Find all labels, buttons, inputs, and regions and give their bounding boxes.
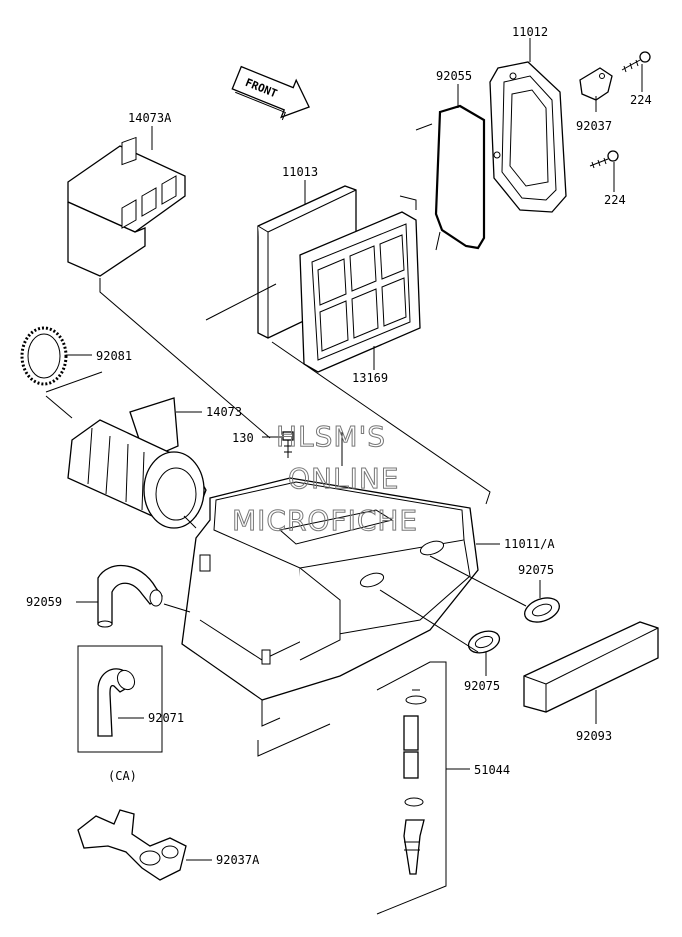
label-51044: 51044 (474, 763, 510, 777)
part-130-screw (282, 431, 294, 458)
label-92075-right: 92075 (518, 563, 554, 577)
label-130: 130 (232, 431, 254, 445)
watermark-line-2: ONLINE (288, 462, 399, 495)
watermark-line-3: MICROFICHE (232, 504, 418, 537)
part-92075-grommet-left (467, 630, 501, 654)
part-224-screw-bottom (589, 150, 619, 169)
label-92059: 92059 (26, 595, 62, 609)
leader-lines (66, 38, 643, 861)
part-14073A-duct (67, 136, 186, 277)
label-92037A: 92037A (216, 853, 260, 867)
part-92055-gasket (434, 104, 486, 250)
part-92071-hose (97, 668, 136, 737)
watermark-line-1: HLSM'S (276, 420, 386, 453)
ca-box (77, 645, 163, 753)
label-92071: 92071 (148, 711, 184, 725)
part-11012-cover (489, 61, 567, 213)
label-11013: 11013 (282, 165, 318, 179)
label-14073: 14073 (206, 405, 242, 419)
label-92055: 92055 (436, 69, 472, 83)
kit-bracket-51044 (376, 661, 447, 915)
label-11012: 11012 (512, 25, 548, 39)
part-14073-intake-duct (67, 397, 207, 529)
label-11011A: 11011/A (504, 537, 555, 551)
part-92059-hose (97, 565, 163, 628)
front-arrow: FRONT (231, 65, 310, 121)
label-92075-left: 92075 (464, 679, 500, 693)
part-13169-holder (299, 211, 421, 373)
label-92081: 92081 (96, 349, 132, 363)
part-11011A-airbox (181, 477, 479, 727)
part-92081-ring (20, 326, 68, 386)
guide-lines (45, 123, 527, 757)
part-92037-clamp (579, 67, 613, 101)
part-92075-grommet-right (524, 597, 560, 623)
part-labels: 11012 92055 224 92037 224 14073A 11013 1… (26, 25, 652, 867)
label-14073A: 14073A (128, 111, 172, 125)
part-92037A-clamp (77, 809, 187, 881)
part-224-screw-top (621, 51, 651, 73)
label-13169: 13169 (352, 371, 388, 385)
label-224-top: 224 (630, 93, 652, 107)
part-92093-strip (523, 621, 659, 713)
label-92093: 92093 (576, 729, 612, 743)
watermark: HLSM'S ONLINE MICROFICHE (232, 420, 418, 538)
part-51044-drain-kit (403, 689, 427, 875)
label-ca: (CA) (108, 769, 137, 783)
label-224-bottom: 224 (604, 193, 626, 207)
label-92037: 92037 (576, 119, 612, 133)
